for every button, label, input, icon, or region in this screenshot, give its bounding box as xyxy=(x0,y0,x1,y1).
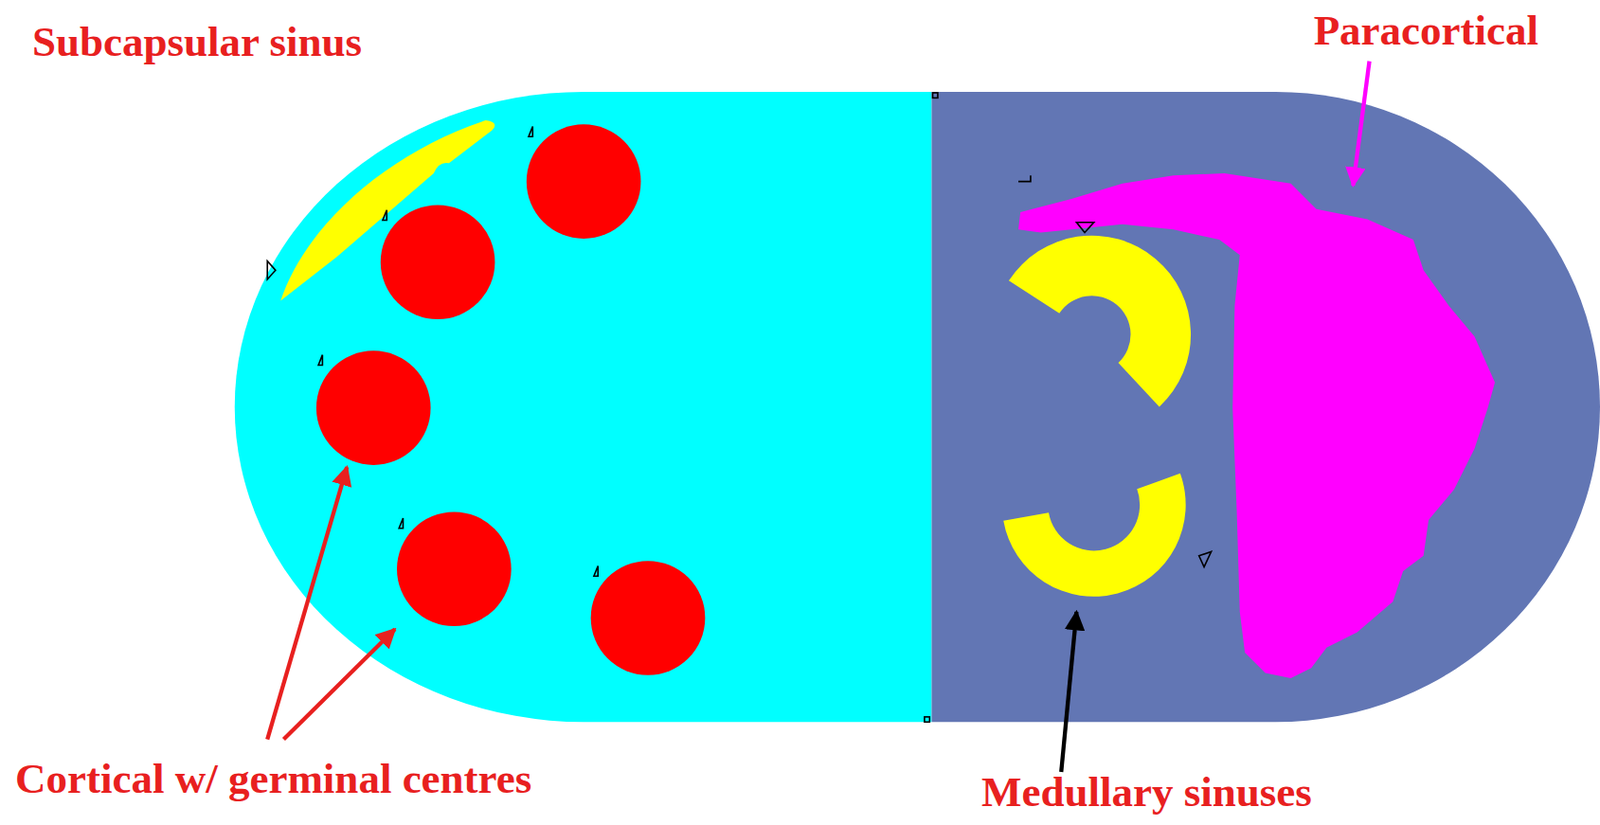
handle-marker xyxy=(267,92,1211,722)
cortex-region xyxy=(234,91,933,722)
leader-arrow xyxy=(1352,61,1369,186)
germinal-centre xyxy=(380,204,496,320)
cortical-label: Cortical w/ germinal centres xyxy=(15,757,532,801)
germinal-centre xyxy=(396,511,512,627)
germinal-centre xyxy=(591,560,706,676)
leader-arrow xyxy=(1060,611,1077,773)
medullary-sinus-label: Medullary sinuses xyxy=(981,771,1313,814)
medullary-sinus-arc xyxy=(1008,235,1191,408)
medulla-region xyxy=(931,91,1600,722)
medullary-sinus xyxy=(1003,473,1186,597)
germinal-centre xyxy=(316,350,432,466)
paracortical-label: Paracortical xyxy=(1313,9,1539,53)
medullary-sinus-arc xyxy=(1003,473,1186,597)
subcapsular-sinus-label: Subcapsular sinus xyxy=(32,20,362,64)
medullary-sinus xyxy=(1008,235,1191,408)
leader-arrow xyxy=(283,629,395,739)
germinal-centre xyxy=(526,124,642,239)
leader-arrow xyxy=(267,467,347,739)
